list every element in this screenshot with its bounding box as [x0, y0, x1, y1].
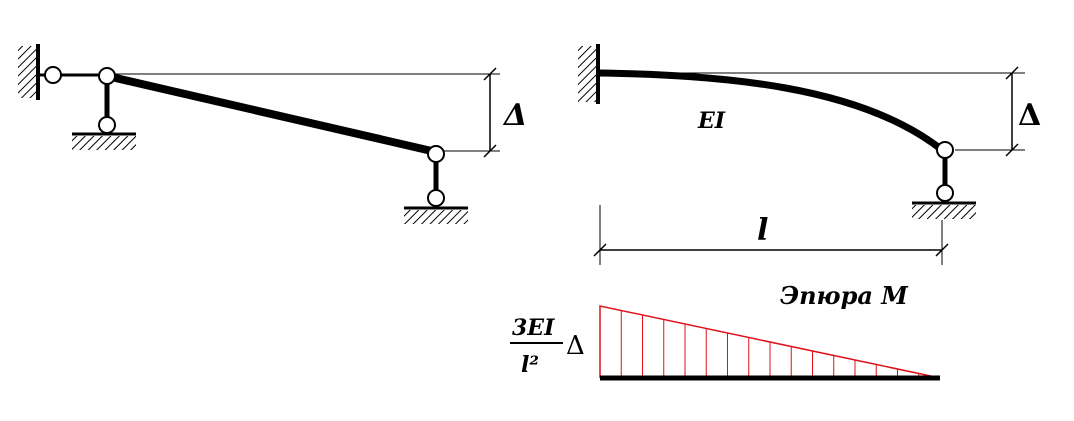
left-ground-a [72, 132, 136, 150]
moment-diagram: Эпюра M 3EI l² Δ [510, 281, 941, 381]
left-delta-dimension [483, 67, 497, 158]
right-length-label: l [757, 213, 768, 248]
right-stiffness-label: EI [697, 108, 726, 134]
left-scheme: Δ [18, 44, 527, 224]
right-ground [912, 201, 976, 219]
moment-diagram-outline [599, 305, 941, 379]
left-top-hinge-a [98, 67, 116, 85]
right-curved-beam [597, 69, 945, 153]
left-fixed-wall [18, 44, 40, 100]
left-inclined-beam [106, 72, 437, 156]
moment-diagram-title: Эпюра M [780, 281, 909, 310]
right-top-hinge [936, 141, 954, 159]
right-delta-dimension [1005, 66, 1019, 157]
right-length-dimension [593, 205, 949, 265]
left-ground-b [404, 206, 468, 224]
left-bottom-hinge-b [427, 189, 445, 207]
left-bottom-hinge-a [98, 116, 116, 134]
moment-max-denominator: l² [521, 352, 539, 378]
right-scheme: EI Δ l [578, 44, 1041, 265]
left-top-hinge-b [427, 145, 445, 163]
right-fixed-wall [578, 44, 600, 104]
moment-max-numerator: 3EI [512, 315, 555, 341]
left-delta-label: Δ [502, 98, 527, 133]
moment-max-value-label: 3EI l² Δ [510, 315, 585, 378]
left-wall-hinge [44, 66, 62, 84]
right-bottom-hinge [936, 184, 954, 202]
right-delta-label: Δ [1018, 98, 1041, 133]
moment-max-suffix: Δ [566, 331, 585, 361]
